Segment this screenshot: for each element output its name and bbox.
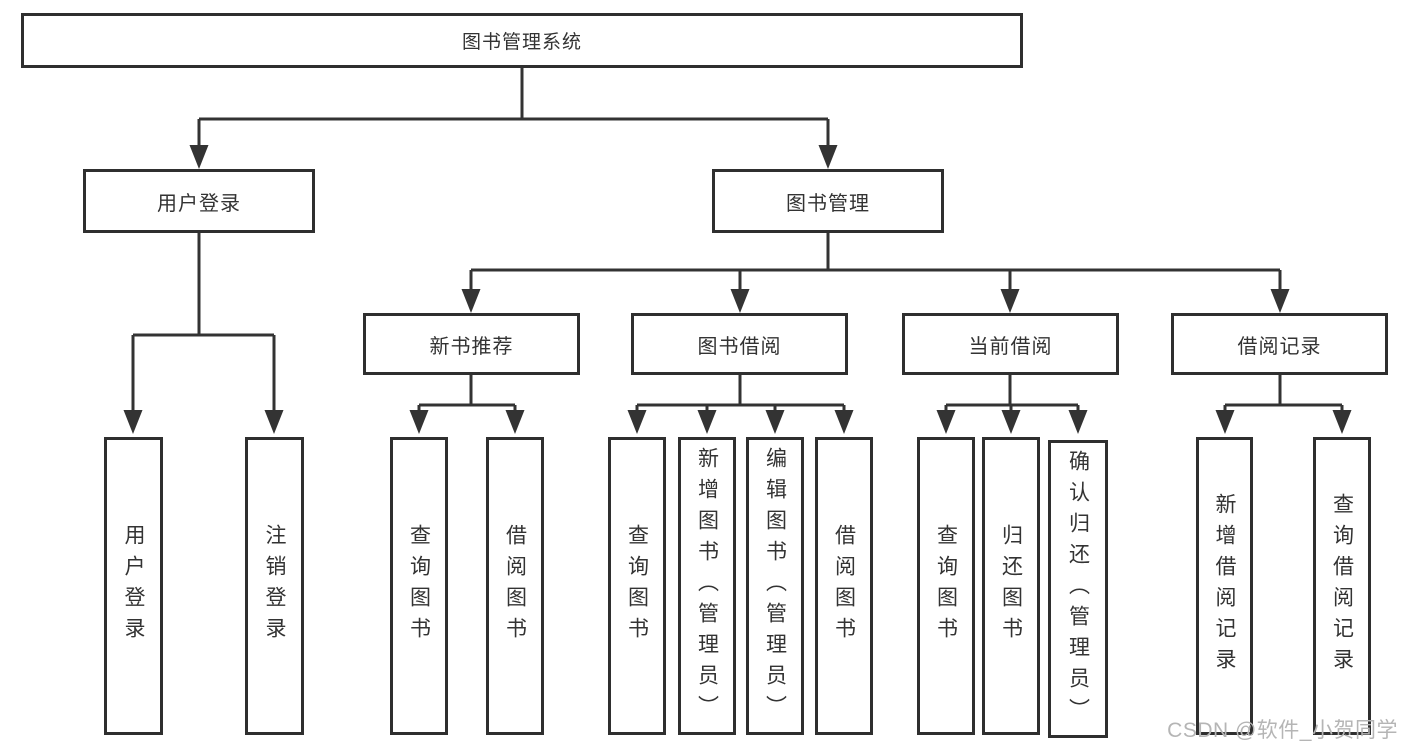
node-new-book-recommend: 新书推荐	[363, 313, 580, 375]
leaf-borrowing-query-books: 查询图书	[608, 437, 666, 735]
leaf-current-query-books: 查询图书	[917, 437, 975, 735]
leaf-current-return-books: 归还图书	[982, 437, 1040, 735]
leaf-current-confirm-return-admin: 确认归还（管理员）	[1048, 440, 1108, 738]
leaf-recommend-borrow-books: 借阅图书	[486, 437, 544, 735]
leaf-records-query-record-label: 查询借阅记录	[1330, 493, 1354, 679]
node-book-management: 图书管理	[712, 169, 944, 233]
leaf-borrowing-borrow-books-label: 借阅图书	[832, 524, 856, 648]
leaf-logout-login-label: 注销登录	[263, 524, 286, 648]
leaf-records-add-record-label: 新增借阅记录	[1213, 493, 1236, 679]
node-book-borrowing: 图书借阅	[631, 313, 848, 375]
leaf-current-query-books-label: 查询图书	[934, 524, 958, 648]
leaf-current-return-books-label: 归还图书	[999, 524, 1023, 648]
leaf-logout-login: 注销登录	[245, 437, 304, 735]
leaf-user-login: 用户登录	[104, 437, 163, 735]
leaf-records-query-record: 查询借阅记录	[1313, 437, 1371, 735]
leaf-records-add-record: 新增借阅记录	[1196, 437, 1253, 735]
leaf-recommend-query-books: 查询图书	[390, 437, 448, 735]
node-user-login: 用户登录	[83, 169, 315, 233]
leaf-recommend-query-books-label: 查询图书	[407, 524, 431, 648]
node-library-system: 图书管理系统	[21, 13, 1023, 68]
leaf-borrowing-edit-books-admin-label: 编辑图书（管理员）	[763, 446, 787, 726]
leaf-borrowing-query-books-label: 查询图书	[625, 524, 649, 648]
watermark: CSDN @软件_小贺同学	[1167, 719, 1398, 742]
node-current-borrowing: 当前借阅	[902, 313, 1119, 375]
leaf-borrowing-add-books-admin: 新增图书（管理员）	[678, 437, 736, 735]
leaf-borrowing-edit-books-admin: 编辑图书（管理员）	[746, 437, 804, 735]
leaf-current-confirm-return-admin-label: 确认归还（管理员）	[1066, 449, 1090, 729]
leaf-borrowing-borrow-books: 借阅图书	[815, 437, 873, 735]
leaf-borrowing-add-books-admin-label: 新增图书（管理员）	[695, 446, 719, 726]
node-borrowing-records: 借阅记录	[1171, 313, 1388, 375]
leaf-user-login-label: 用户登录	[122, 524, 145, 648]
leaf-recommend-borrow-books-label: 借阅图书	[503, 524, 527, 648]
